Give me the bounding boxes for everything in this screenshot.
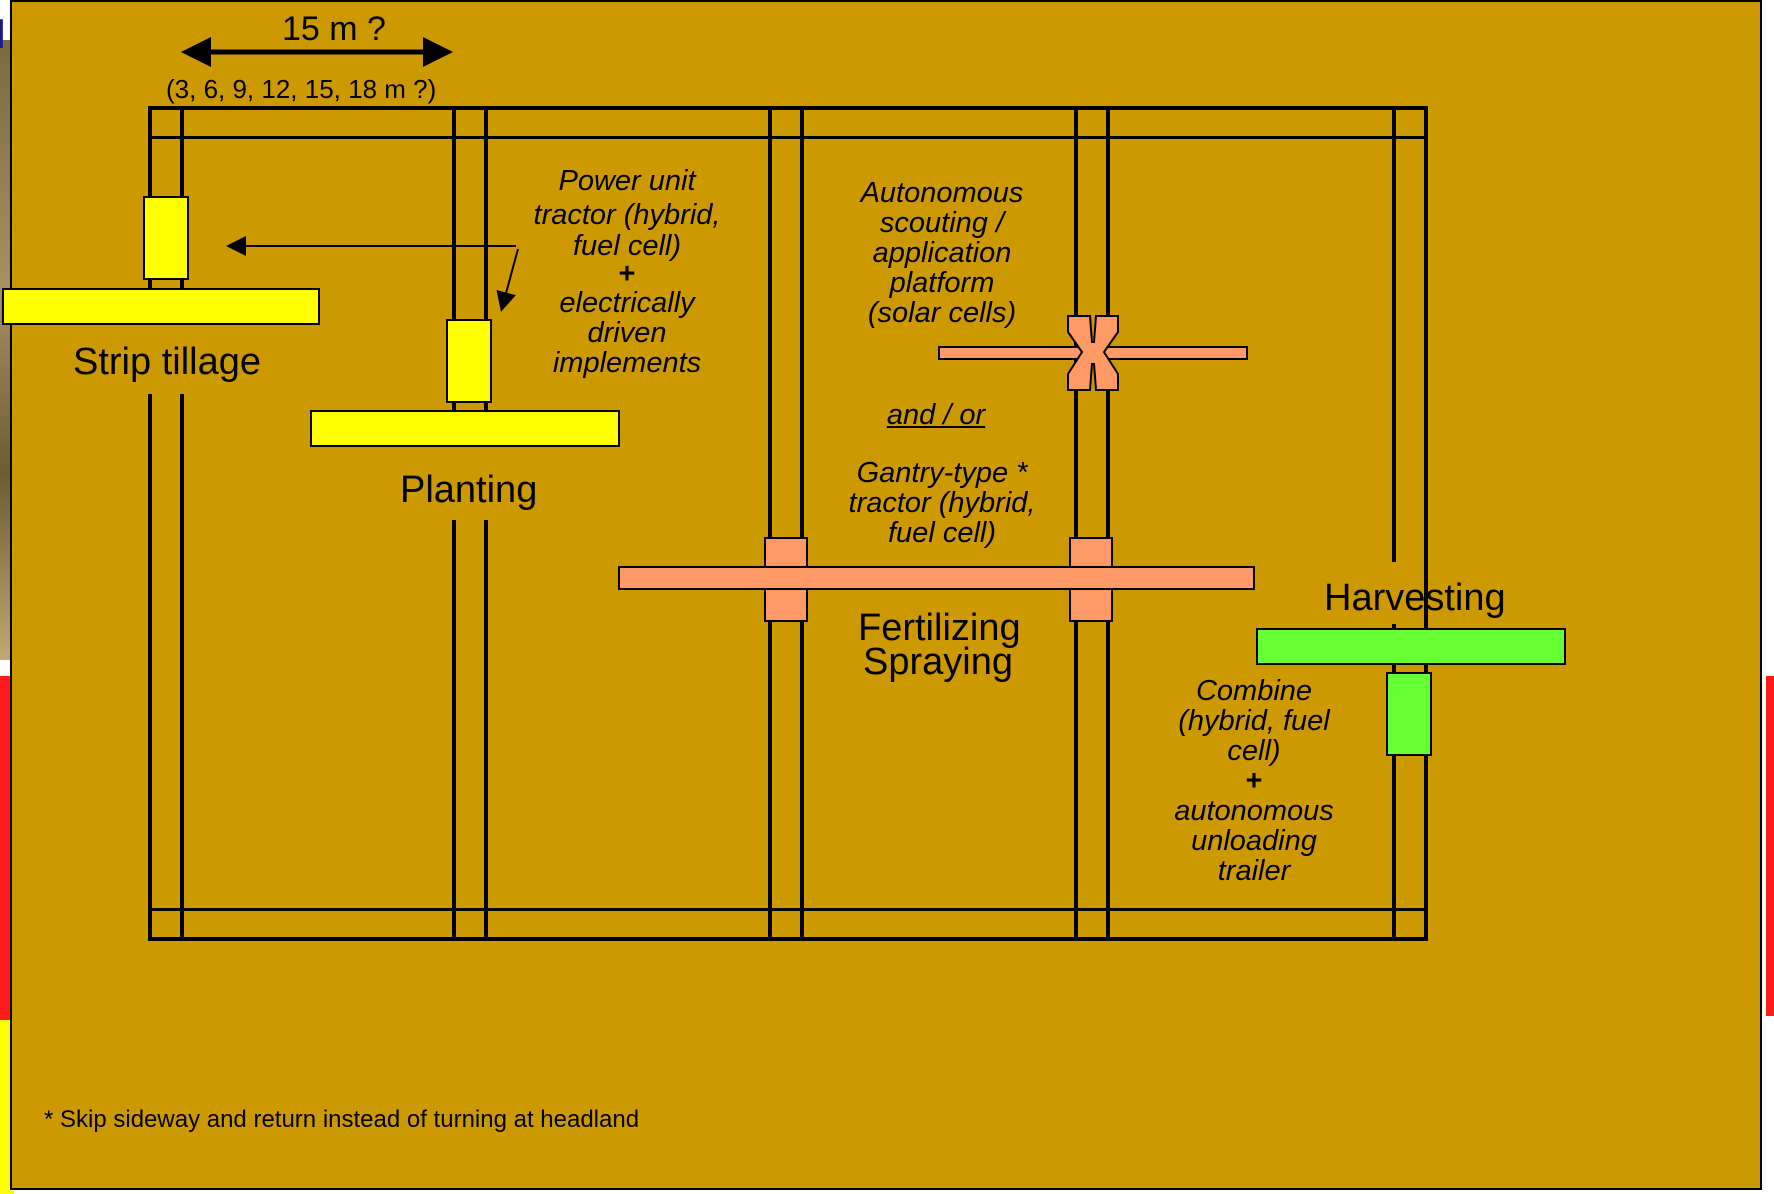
note-line: application bbox=[842, 238, 1042, 268]
note-line: Power unit bbox=[522, 164, 732, 198]
note-line: unloading bbox=[1154, 826, 1354, 856]
background-red-strip-right bbox=[1766, 676, 1774, 1016]
note-line: + bbox=[522, 260, 732, 288]
note-line: Gantry-type * bbox=[832, 458, 1052, 488]
note-line: platform bbox=[842, 268, 1042, 298]
note-line: cell) bbox=[1154, 736, 1354, 766]
note-line: scouting / bbox=[842, 208, 1042, 238]
note-line: implements bbox=[522, 348, 732, 378]
power-unit-note: Power unit tractor (hybrid, fuel cell) +… bbox=[522, 164, 732, 378]
background-glyph: I bbox=[0, 10, 6, 58]
note-line: fuel cell) bbox=[522, 232, 732, 260]
note-line: trailer bbox=[1154, 856, 1354, 886]
note-line: + bbox=[1154, 766, 1354, 796]
note-line: Combine bbox=[1154, 676, 1354, 706]
diagram-panel: Strip tillage Planting Fertilizing Spray… bbox=[10, 0, 1762, 1190]
power-unit-arrow-to-planting bbox=[502, 249, 518, 308]
note-line: fuel cell) bbox=[832, 518, 1052, 548]
footnote: * Skip sideway and return instead of tur… bbox=[44, 1106, 639, 1134]
and-or-label: and / or bbox=[876, 398, 996, 432]
width-label: 15 m ? bbox=[282, 10, 386, 49]
combine-note: Combine (hybrid, fuel cell) + autonomous… bbox=[1154, 676, 1354, 886]
note-line: Autonomous bbox=[842, 178, 1042, 208]
width-options: (3, 6, 9, 12, 15, 18 m ?) bbox=[166, 74, 436, 105]
gantry-tractor-note: Gantry-type * tractor (hybrid, fuel cell… bbox=[832, 458, 1052, 548]
note-line: tractor (hybrid, bbox=[832, 488, 1052, 518]
note-line: (hybrid, fuel bbox=[1154, 706, 1354, 736]
autonomous-platform-body bbox=[1068, 316, 1118, 390]
note-line: (solar cells) bbox=[842, 298, 1042, 328]
note-line: tractor (hybrid, bbox=[522, 198, 732, 232]
note-line: electrically bbox=[522, 288, 732, 318]
note-line: driven bbox=[522, 318, 732, 348]
note-line: autonomous bbox=[1154, 796, 1354, 826]
autonomous-platform-note: Autonomous scouting / application platfo… bbox=[842, 178, 1042, 328]
